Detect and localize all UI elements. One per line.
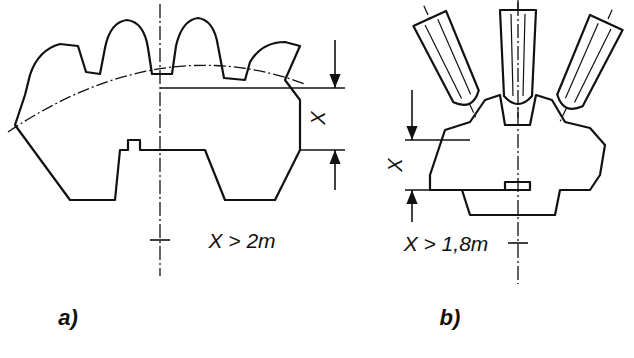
dimension-line: [411, 90, 413, 140]
dimension-condition: X > 1,8m: [404, 233, 489, 254]
dimension-line: [334, 150, 336, 190]
centre-line: [517, 2, 518, 284]
cutter-tool: [543, 2, 628, 130]
dimension-symbol: X: [308, 111, 328, 124]
centre-tick: [150, 239, 170, 241]
extension-line: [405, 189, 462, 191]
dimension-line: [334, 40, 336, 88]
dimension-symbol: X: [385, 158, 405, 171]
centre-line: [159, 4, 160, 276]
extension-line: [405, 139, 470, 141]
pitch-circle: [8, 65, 305, 132]
extension-line: [160, 87, 345, 89]
panel-label: a): [58, 307, 78, 329]
cutter-tool: [407, 0, 492, 126]
gear-outline: [15, 18, 300, 200]
panel-label: b): [440, 307, 461, 329]
centre-tick: [508, 242, 528, 244]
dimension-line: [411, 190, 413, 222]
dimension-condition: X > 2m: [208, 230, 275, 251]
extension-line: [300, 149, 345, 151]
